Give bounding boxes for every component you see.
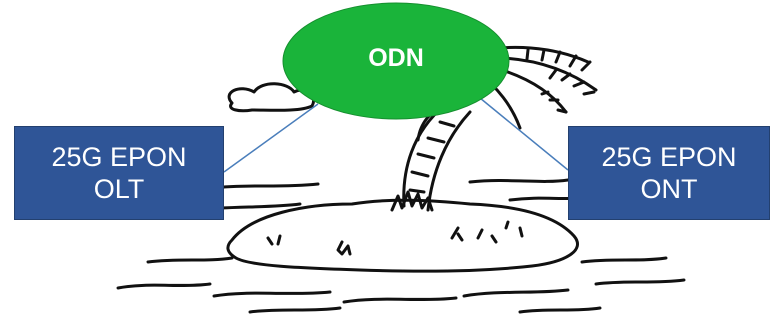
olt-line1: 25G EPON	[51, 142, 187, 172]
link-olt-odn	[223, 103, 319, 173]
link-odn-ont	[479, 97, 569, 171]
olt-node: 25G EPON OLT	[14, 126, 224, 220]
odn-label: ODN	[368, 44, 424, 72]
olt-line2: OLT	[93, 174, 145, 204]
odn-node	[282, 2, 510, 120]
ont-node: 25G EPON ONT	[568, 126, 770, 220]
ont-line2: ONT	[640, 174, 698, 204]
ont-line1: 25G EPON	[601, 142, 737, 172]
